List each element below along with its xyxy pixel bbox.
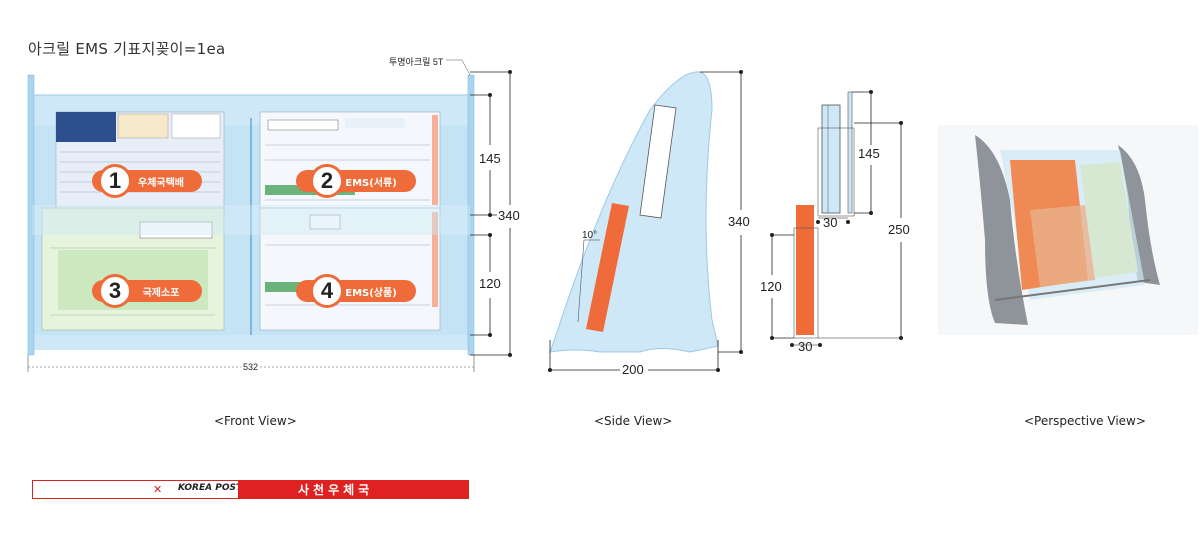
korea-post-logo-icon: ✕: [153, 483, 163, 496]
form-slot-1: [55, 111, 225, 213]
perspective-view-caption: <Perspective View>: [1024, 414, 1146, 428]
section-dim-120: 120: [760, 279, 782, 294]
front-dim-145: 145: [479, 151, 501, 166]
post-office-name: 사천우체국: [238, 481, 468, 498]
front-view-caption: <Front View>: [214, 414, 297, 428]
front-dim-120: 120: [479, 276, 501, 291]
left-post: [27, 74, 35, 356]
section-dim-30-top: 30: [823, 215, 838, 230]
section-dim-30-bottom: 30: [798, 339, 813, 354]
slot-4-label: EMS(상품): [345, 287, 397, 299]
perspective-left-side: [975, 135, 1028, 325]
acrylic-thickness-label: 투명아크릴 5T: [389, 57, 444, 67]
section-orange-slot: [796, 205, 814, 335]
section-dim-145: 145: [858, 146, 880, 161]
korea-post-brand: KOREA POST: [178, 483, 243, 493]
side-lower-slot: [586, 203, 629, 332]
side-upper-slot: [639, 104, 677, 219]
slot-1-number: 1: [98, 164, 132, 198]
slot-4-number: 4: [310, 274, 344, 308]
side-base-dim: 200: [622, 362, 644, 377]
side-profile: [549, 71, 719, 353]
slot-3-label: 국제소포: [142, 287, 180, 299]
front-dim-340: 340: [497, 208, 521, 223]
perspective-right-side: [1118, 145, 1160, 285]
front-width-dim: 532: [241, 362, 261, 372]
side-view-caption: <Side View>: [594, 414, 673, 428]
side-angle-label: 10°: [582, 230, 598, 241]
slot-2-number: 2: [310, 164, 344, 198]
diagram-title: 아크릴 EMS 기표지꽂이=1ea: [28, 40, 226, 58]
side-height-dim: 340: [728, 214, 750, 229]
form-slot-4: [259, 207, 441, 331]
slot-2-label: EMS(서류): [345, 177, 397, 189]
section-dim-250: 250: [888, 222, 910, 237]
slot-3-number: 3: [98, 274, 132, 308]
slot-1-label: 우체국택배: [138, 177, 184, 189]
korea-post-banner: ✕ KOREA POST 사천우체국: [32, 480, 469, 499]
